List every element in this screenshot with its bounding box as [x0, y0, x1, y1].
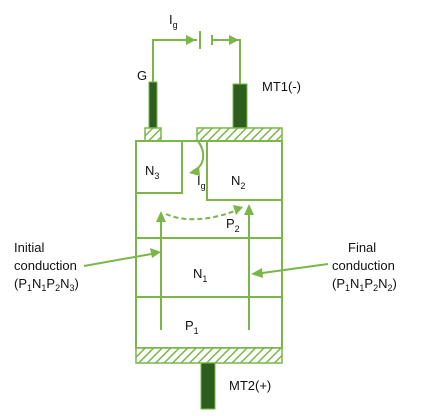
- final-pointer-arrowhead: [251, 268, 263, 278]
- final-conduction-arrowhead: [244, 204, 254, 215]
- mt1-terminal: [232, 83, 248, 129]
- inner-gate-current-arrow: [192, 140, 205, 172]
- gate-wire-left: [152, 39, 197, 82]
- initial-pointer-arrowhead: [150, 248, 161, 258]
- mt2-terminal: [200, 362, 216, 410]
- inner-gate-current-label: Ig: [197, 173, 206, 191]
- final-label-line1: Final: [348, 240, 376, 255]
- final-label-line2: conduction: [332, 258, 395, 273]
- n3-label: N3: [145, 163, 159, 181]
- gate-terminal: [148, 81, 158, 129]
- initial-label-line3: (P1N1P2N3): [14, 276, 79, 293]
- mt1-label: MT1(-): [262, 79, 301, 94]
- gate-current-arrow: [186, 35, 196, 45]
- initial-label-line1: Initial: [14, 240, 44, 255]
- gate-wire-right: [212, 39, 241, 84]
- final-label-line3: (P1N1P2N2): [332, 276, 397, 293]
- p2-label: P2: [226, 216, 240, 234]
- n1-label: N1: [193, 266, 207, 284]
- final-pointer-line: [254, 263, 329, 275]
- n2-region: [206, 141, 282, 201]
- gate-current-label: Ig: [169, 12, 178, 30]
- initial-conduction-arrowhead: [156, 211, 166, 222]
- inner-gate-current-arrowhead: [189, 166, 200, 176]
- initial-pointer-line: [83, 252, 158, 267]
- gate-current-arrow-right: [229, 35, 239, 45]
- n3-region: [135, 140, 183, 194]
- transfer-arrowhead: [233, 205, 243, 215]
- gate-label: G: [137, 68, 147, 83]
- p1-label: P1: [185, 318, 199, 336]
- n2-label: N2: [231, 173, 245, 191]
- mt1-contact: [196, 127, 283, 142]
- gate-contact: [144, 127, 162, 142]
- transfer-dashed-arrow: [165, 209, 238, 221]
- initial-label-line2: conduction: [14, 258, 77, 273]
- mt2-label: MT2(+): [229, 378, 271, 393]
- gate-circuit: [152, 31, 241, 84]
- mt2-contact: [135, 347, 283, 364]
